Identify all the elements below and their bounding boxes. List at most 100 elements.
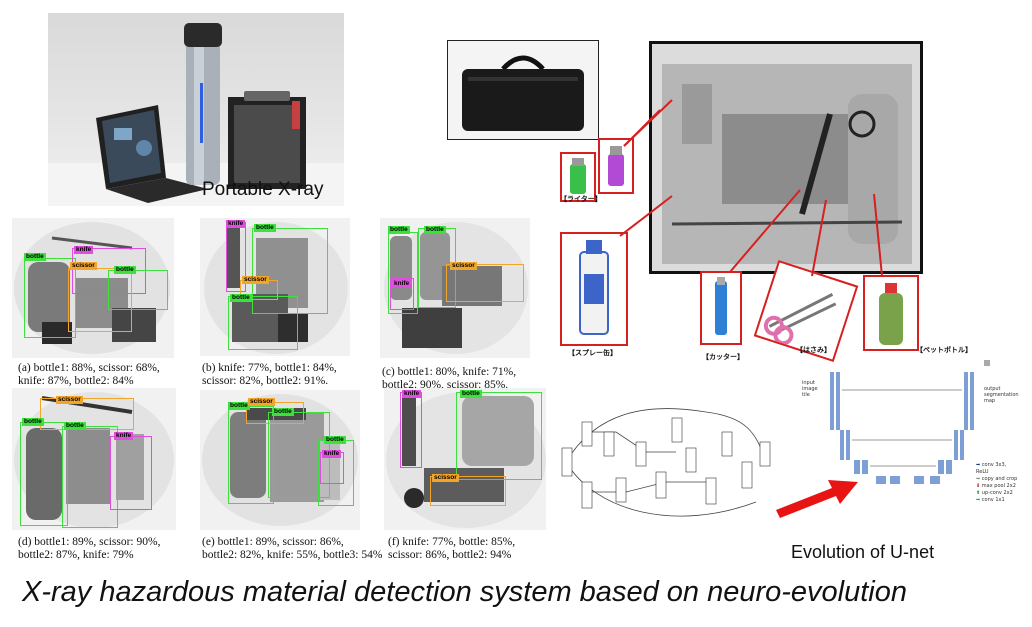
caption-line: bottle2: 87%, knife: 79%	[18, 549, 134, 561]
unet-output-label: output segmentation map	[984, 386, 1019, 404]
bbox-bottle	[108, 270, 168, 310]
bbox-bottle	[228, 296, 298, 350]
item-pet-bottle	[863, 275, 919, 351]
xray-image	[384, 222, 528, 354]
caption-line: (e) bottle1: 89%, scissor: 86%,	[202, 536, 344, 548]
legend-item: ➡ conv 1x1	[976, 497, 1005, 503]
evolved-network-graph	[556, 392, 776, 542]
caption-line: (c) bottle1: 80%, knife: 71%,	[382, 366, 517, 378]
label-scissors: 【はさみ】	[796, 346, 831, 354]
tag-bottle: bottle	[254, 224, 276, 232]
tag-bottle: bottle	[388, 226, 410, 234]
sample-caption-f: (f) knife: 77%, bottle: 85%, scissor: 86…	[388, 536, 515, 562]
tag-knife: knife	[226, 220, 246, 228]
caption-line: scissor: 86%, bottle2: 94%	[388, 549, 512, 561]
unet-caption: Evolution of U-net	[791, 542, 935, 562]
xray-sample-d: scissor bottle bottle knife	[12, 388, 176, 530]
tag-knife: knife	[392, 280, 412, 288]
caption-line: (f) knife: 77%, bottle: 85%,	[388, 536, 516, 548]
tag-scissor: scissor	[242, 276, 269, 284]
legend-item: ➡ conv 3x3, ReLU	[976, 462, 1007, 475]
tag-bottle: bottle	[324, 436, 346, 444]
bag-illustration	[462, 55, 584, 131]
caption-line: knife: 87%, bottle2: 84%	[18, 375, 134, 387]
caption-line: bottle2: 82%, knife: 55%, bottle3: 54%	[202, 549, 383, 561]
portable-xray-illustration	[48, 23, 344, 206]
label-pet-bottle: 【ペットボトル】	[916, 346, 972, 354]
unet-illustration	[830, 360, 990, 484]
legend-text: conv 3x3, ReLU	[976, 462, 1007, 475]
label-cutter: 【カッター】	[702, 353, 744, 361]
sample-caption-d: (d) bottle1: 89%, scissor: 90%, bottle2:…	[18, 536, 160, 562]
xray-image	[204, 222, 348, 354]
item-cutter	[700, 271, 742, 345]
bbox-bottle	[20, 422, 68, 526]
bbox-scissor	[430, 476, 506, 506]
caption-line: (a) bottle1: 88%, scissor: 68%,	[18, 362, 160, 374]
tag-scissor: scissor	[56, 396, 83, 404]
output-label-line: output	[984, 386, 1001, 392]
caption-line: (d) bottle1: 89%, scissor: 90%,	[18, 536, 161, 548]
xray-sample-f: knife bottle scissor	[384, 388, 546, 530]
bbox-scissor	[68, 268, 132, 332]
bbox-bottle	[24, 258, 76, 338]
tag-knife: knife	[402, 390, 422, 398]
bbox-scissor	[446, 264, 524, 302]
tag-scissor: scissor	[450, 262, 477, 270]
bbox-bottle	[62, 426, 118, 528]
bbox-knife	[390, 278, 414, 310]
item-spray-can	[560, 232, 628, 346]
legend-text: max pool 2x2	[981, 483, 1016, 489]
baggage-xray-scan	[649, 41, 923, 274]
xray-image	[14, 392, 174, 528]
unet-input-label: input image tile	[802, 380, 818, 398]
bbox-bottle	[252, 228, 328, 314]
input-label-line: input	[802, 380, 815, 386]
tag-bottle: bottle	[460, 390, 482, 398]
caption-line: (b) knife: 77%, bottle1: 84%,	[202, 362, 337, 374]
item-lighter-green	[560, 152, 596, 202]
item-scissors	[753, 259, 859, 363]
bbox-scissor	[40, 398, 134, 430]
tag-bottle: bottle	[230, 294, 252, 302]
tag-bottle: bottle	[424, 226, 446, 234]
output-label-line: segmentation	[984, 392, 1019, 398]
unet-diagram: input image tile output segmentation map…	[800, 360, 1020, 510]
bbox-scissor	[246, 402, 304, 424]
red-arrow-icon	[776, 480, 858, 518]
legend-text: conv 1x1	[981, 497, 1005, 503]
input-label-line: image	[802, 386, 818, 392]
legend-text: up-conv 2x2	[981, 490, 1013, 496]
scan-illustration	[652, 44, 920, 271]
item-lighter-purple	[598, 138, 634, 194]
bag-photo	[447, 40, 599, 140]
xray-sample-c: bottle bottle scissor knife	[380, 218, 530, 358]
portable-xray-photo: Portable X-ray	[48, 13, 344, 206]
tag-bottle: bottle	[272, 408, 294, 416]
xray-image	[14, 222, 170, 354]
legend-item: ➡ copy and crop	[976, 476, 1018, 482]
tag-bottle: bottle	[24, 253, 46, 261]
unet-legend: ➡ conv 3x3, ReLU ➡ copy and crop ⬇ max p…	[976, 462, 1020, 504]
legend-text: copy and crop	[981, 476, 1018, 482]
xray-sample-b: knife bottle scissor bottle	[200, 218, 350, 356]
tag-knife: knife	[74, 246, 94, 254]
tag-scissor: scissor	[248, 398, 275, 406]
input-label-line: tile	[802, 392, 810, 398]
legend-item: ⬇ max pool 2x2	[976, 483, 1016, 489]
output-label-line: map	[984, 398, 996, 404]
sample-caption-b: (b) knife: 77%, bottle1: 84%, scissor: 8…	[202, 362, 337, 388]
label-spray: 【スプレー缶】	[568, 349, 617, 357]
sample-caption-e: (e) bottle1: 89%, scissor: 86%, bottle2:…	[202, 536, 382, 562]
bbox-bottle	[228, 406, 274, 504]
tag-bottle: bottle	[114, 266, 136, 274]
caption-line: scissor: 82%, bottle2: 91%.	[202, 375, 329, 387]
tag-scissor: scissor	[432, 474, 459, 482]
page-title: X-ray hazardous material detection syste…	[22, 576, 907, 608]
bbox-knife	[72, 248, 146, 294]
network-graph-illustration	[561, 408, 771, 517]
xray-image	[386, 392, 546, 528]
sample-caption-a: (a) bottle1: 88%, scissor: 68%, knife: 8…	[18, 362, 160, 388]
photo-caption: Portable X-ray	[202, 179, 324, 200]
